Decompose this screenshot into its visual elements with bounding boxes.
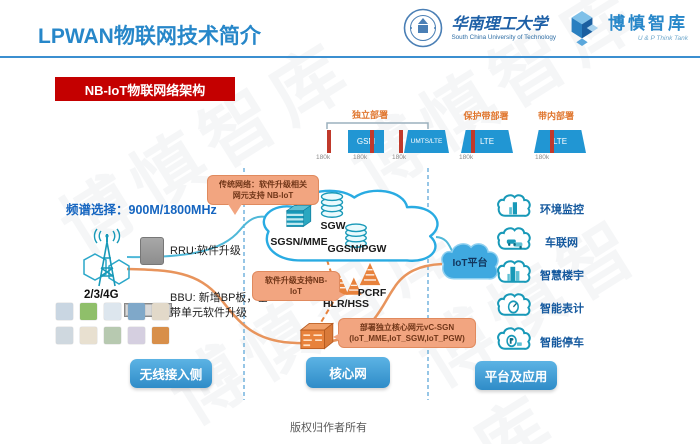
bandwidth-label: 180k [392,154,407,161]
nbiot-band-bar [327,130,331,153]
gsm-band: GSM [348,130,384,153]
blue-link-tower-to-core [126,215,267,259]
rru-note: RRU:软件升级 [170,245,241,257]
section-button-core-network: 核心网 [306,357,390,388]
scut-name: 华南理工大学 [451,13,548,33]
bandwidth-label: 180k [535,154,550,161]
smart-metering-icon [496,292,532,319]
scut-subtitle: South China University of Technology [451,33,556,41]
terminal-device-thumbnails [56,303,178,344]
spectrum-choice-note: 频谱选择：900M/1800MHz [66,203,217,217]
umts-lte-band: UMTS/LTE [404,130,449,153]
nbiot-stripe [370,130,374,153]
copyright-note: 版权归作者所有 [290,422,367,434]
device-thumb-meter-box [56,327,73,344]
device-thumb-sensor [104,303,121,320]
connected-vehicles-icon [496,226,532,253]
device-thumb-city-camera [128,303,145,320]
lte-label: LTE [552,137,568,146]
bandwidth-label: 180k [316,154,331,161]
umts-lte-label: UMTS/LTE [410,138,443,145]
iot-platform-cloud [438,240,502,286]
gsm-label: GSM [356,137,376,146]
lte-label: LTE [479,137,495,146]
bandwidth-label: 180k [459,154,474,161]
thinktank-logo-text: 博慎智库 U & P Think Tank [608,15,688,42]
header-logos: 华南理工大学 South China University of Technol… [403,8,688,48]
app-label-metering: 智能表计 [540,303,584,315]
nbiot-stripe [471,130,475,153]
ggsn-pgw-label: GGSN/PGW [327,243,387,255]
thinktank-name: 博慎智库 [608,13,688,33]
lte-inband: LTE [534,130,586,153]
ggsn-pgw-database-icon [345,223,367,248]
device-thumb-mobile-phone [80,303,97,320]
nbiot-stripe [550,130,554,153]
software-upgrade-callout: 软件升级支持NB- IoT [252,271,345,302]
vcsgn-deploy-callout: 部署独立核心网元vC-SGN (IoT_MME,IoT_SGW,IoT_PGW) [333,318,476,349]
app-label-environment: 环境监控 [540,204,584,216]
section-button-platform-apps: 平台及应用 [475,361,557,390]
inband-deployment-label: 带内部署 [537,111,574,121]
guardband-deployment-label: 保护带部署 [463,111,509,121]
sgsn-mme-icon [285,204,312,228]
bbu-note: BBU: 新增BP板，基 带单元软件升级 [170,292,269,319]
rru-unit-icon [140,237,164,265]
scut-seal-icon [404,8,443,48]
thinktank-cube-icon [571,10,599,46]
iot-platform-label: IoT平台 [452,258,488,269]
scut-logo-text: 华南理工大学 South China University of Technol… [451,13,556,41]
bandwidth-label: 180k [353,154,368,161]
device-thumb-bicycle [128,327,145,344]
smart-parking-icon [496,326,532,353]
page-title: LPWAN物联网技术简介 [38,25,261,48]
standalone-deployment-label: 独立部署 [351,110,388,120]
device-thumb-meter [56,303,73,320]
sgw-database-icon [320,192,344,218]
device-thumb-solar-panel [104,327,121,344]
nbiot-band-bar [399,130,403,153]
sgw-label: SGW [320,220,346,232]
section-badge: NB-IoT物联网络架构 [55,77,235,101]
section-button-radio-access: 无线接入侧 [130,359,212,388]
device-thumb-bottle-tag [80,327,97,344]
tower-label: 2/3/4G [84,289,119,301]
smart-building-icon [496,259,532,286]
pcrf-icon [359,262,381,286]
device-thumb-truck [152,327,169,344]
app-label-parking: 智能停车 [540,337,584,349]
pcrf-label: PCRF [357,287,387,299]
app-label-building: 智慧楼宇 [540,270,584,282]
legacy-network-callout: 传统网络：软件升级相关 网元支持 NB-IoT [207,175,319,216]
standalone-bracket [326,122,429,129]
sgsn-mme-label: SGSN/MME [270,236,328,248]
cell-tower-icon [83,228,130,287]
vcsgn-box-icon [299,322,335,350]
app-label-vehicles: 车联网 [545,237,578,249]
environment-monitoring-icon [496,193,532,220]
lte-guardband: LTE [461,130,513,153]
device-thumb-power-socket [152,303,169,320]
thinktank-subtitle: U & P Think Tank [637,34,688,42]
title-underline [0,56,700,58]
